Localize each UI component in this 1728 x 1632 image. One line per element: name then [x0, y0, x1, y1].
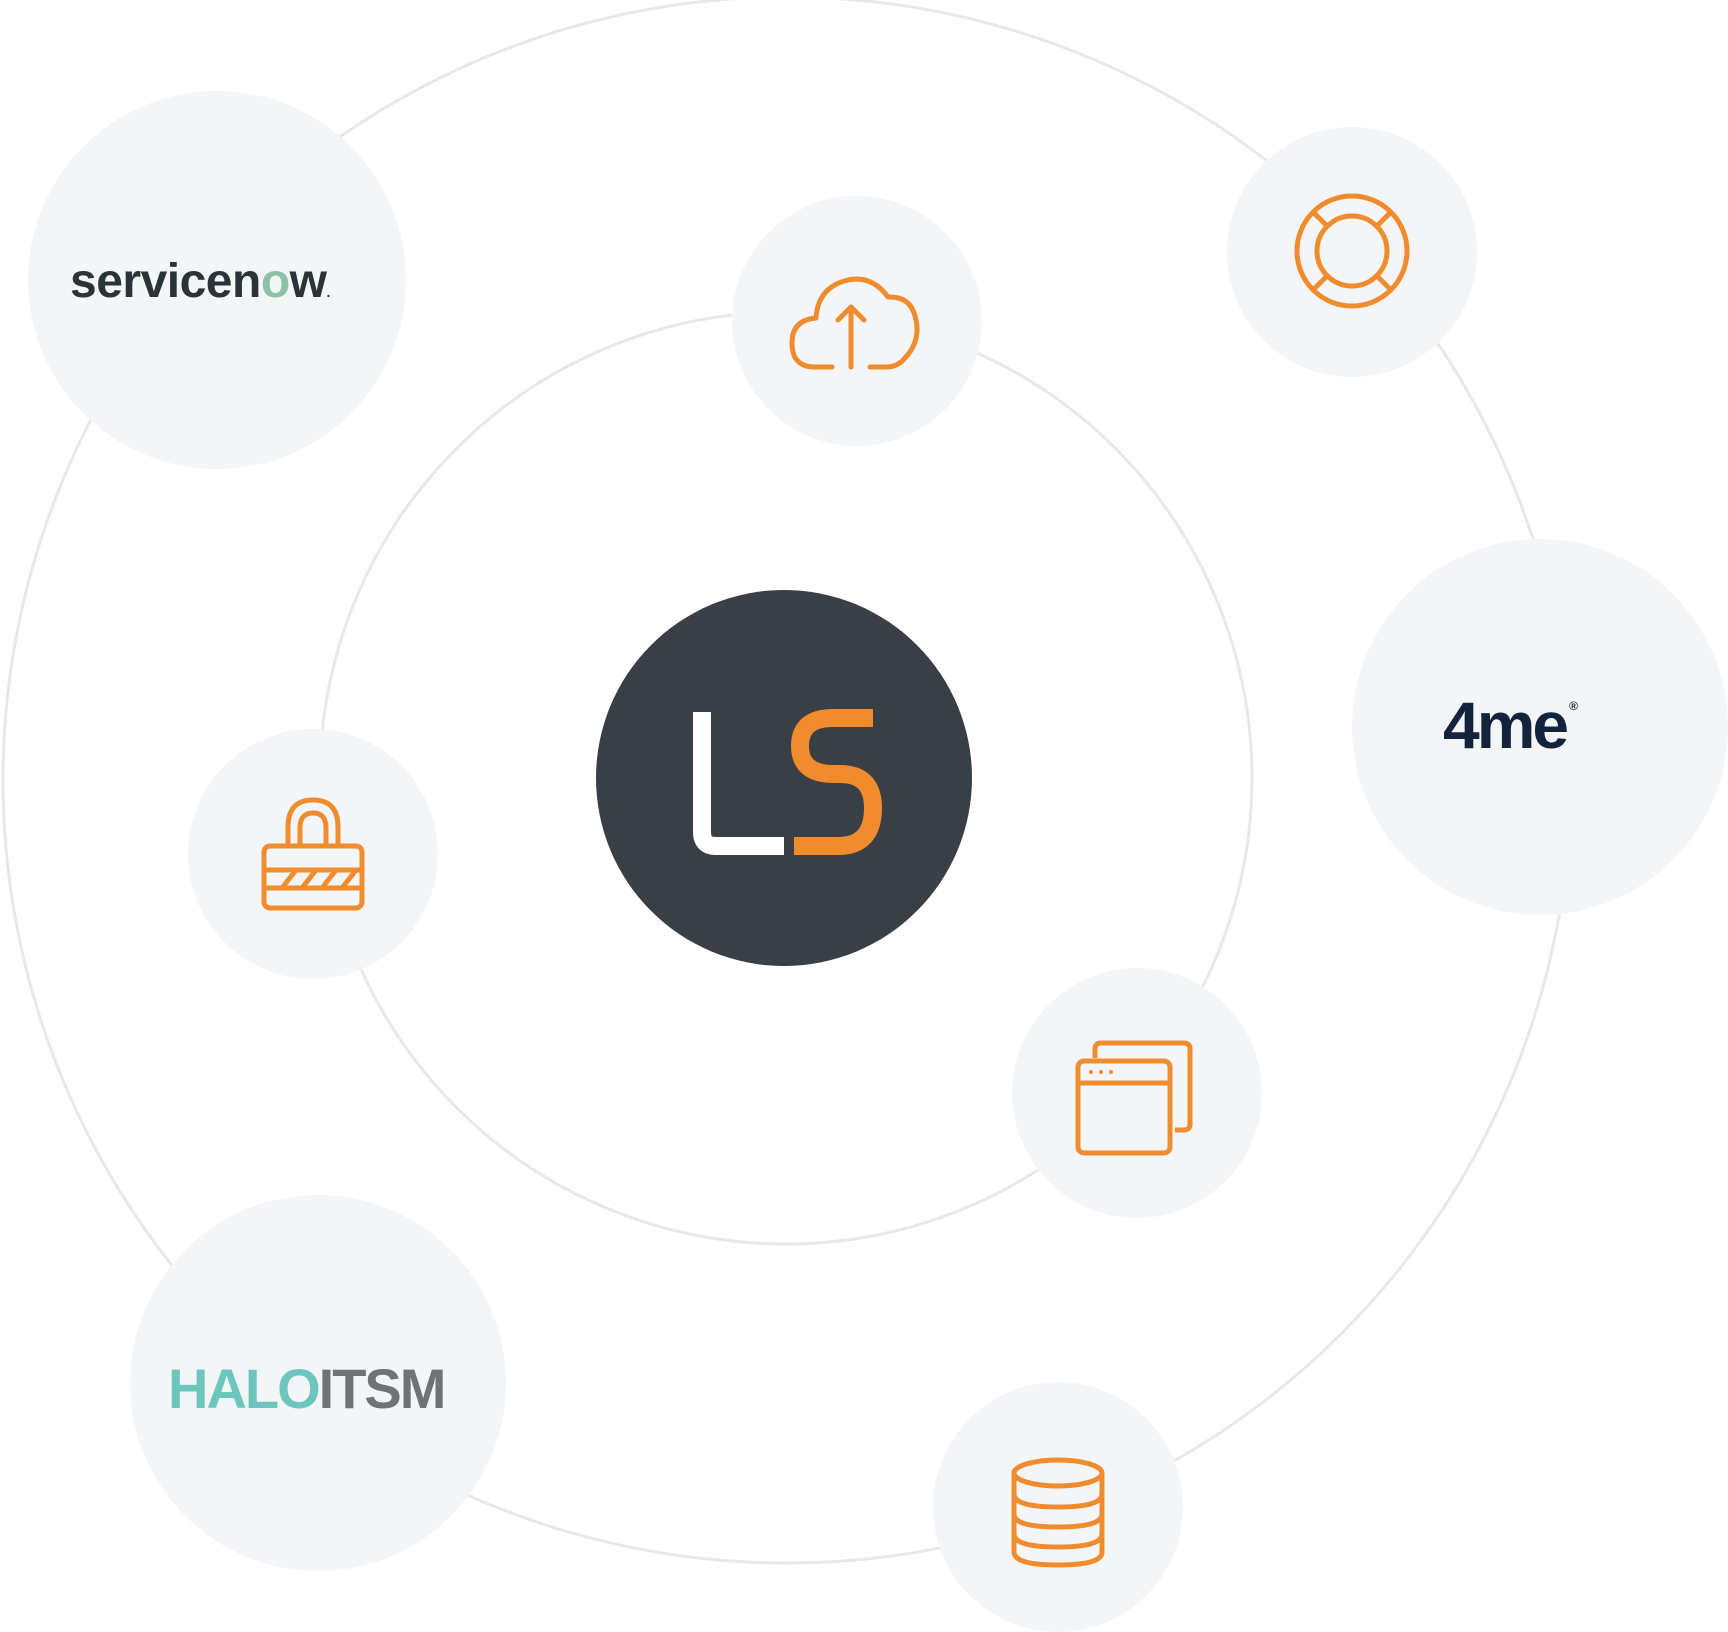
- letter-s-mark: [791, 709, 882, 855]
- browser-windows-icon: [1075, 1040, 1193, 1156]
- haloitsm-node-circle: [130, 1195, 506, 1571]
- lifebuoy-node: [1227, 127, 1477, 377]
- letter-l-mark: [693, 712, 784, 855]
- servicenow-logo-prefix: servicen: [70, 255, 261, 308]
- browser-windows-node-circle: [1012, 968, 1262, 1218]
- haloitsm-logo: HALOITSM: [168, 1357, 444, 1420]
- cloud-upload-node-circle: [732, 196, 982, 446]
- servicenow-logo-suffix: w: [289, 255, 328, 308]
- fourme-logo: 4me®: [1443, 688, 1578, 762]
- center-ls-logo: [596, 590, 972, 966]
- servicenow-logo: servicenow.: [70, 255, 330, 308]
- lifebuoy-node-circle: [1227, 127, 1477, 377]
- database-icon: [1011, 1457, 1105, 1568]
- cloud-upload-node: [732, 196, 982, 446]
- servicenow-logo-o: o: [261, 255, 290, 308]
- padlock-node: [188, 729, 438, 979]
- haloitsm-node: HALOITSM: [130, 1195, 506, 1571]
- cloud-upload-icon: [789, 276, 920, 370]
- database-node: [933, 1382, 1183, 1632]
- padlock-node-circle: [188, 729, 438, 979]
- padlock-icon: [261, 797, 365, 911]
- center-circle: [596, 590, 972, 966]
- haloitsm-logo-itsm: ITSM: [319, 1357, 445, 1420]
- fourme-node-circle: [1352, 539, 1728, 915]
- fourme-logo-text: 4me: [1443, 688, 1567, 762]
- servicenow-node-circle: [28, 91, 406, 469]
- servicenow-logo-mark: .: [326, 284, 329, 300]
- haloitsm-logo-halo: HALO: [168, 1357, 319, 1420]
- servicenow-node: servicenow.: [28, 91, 406, 469]
- fourme-node: 4me®: [1352, 539, 1728, 915]
- browser-windows-node: [1012, 968, 1262, 1218]
- lifebuoy-icon: [1294, 193, 1410, 309]
